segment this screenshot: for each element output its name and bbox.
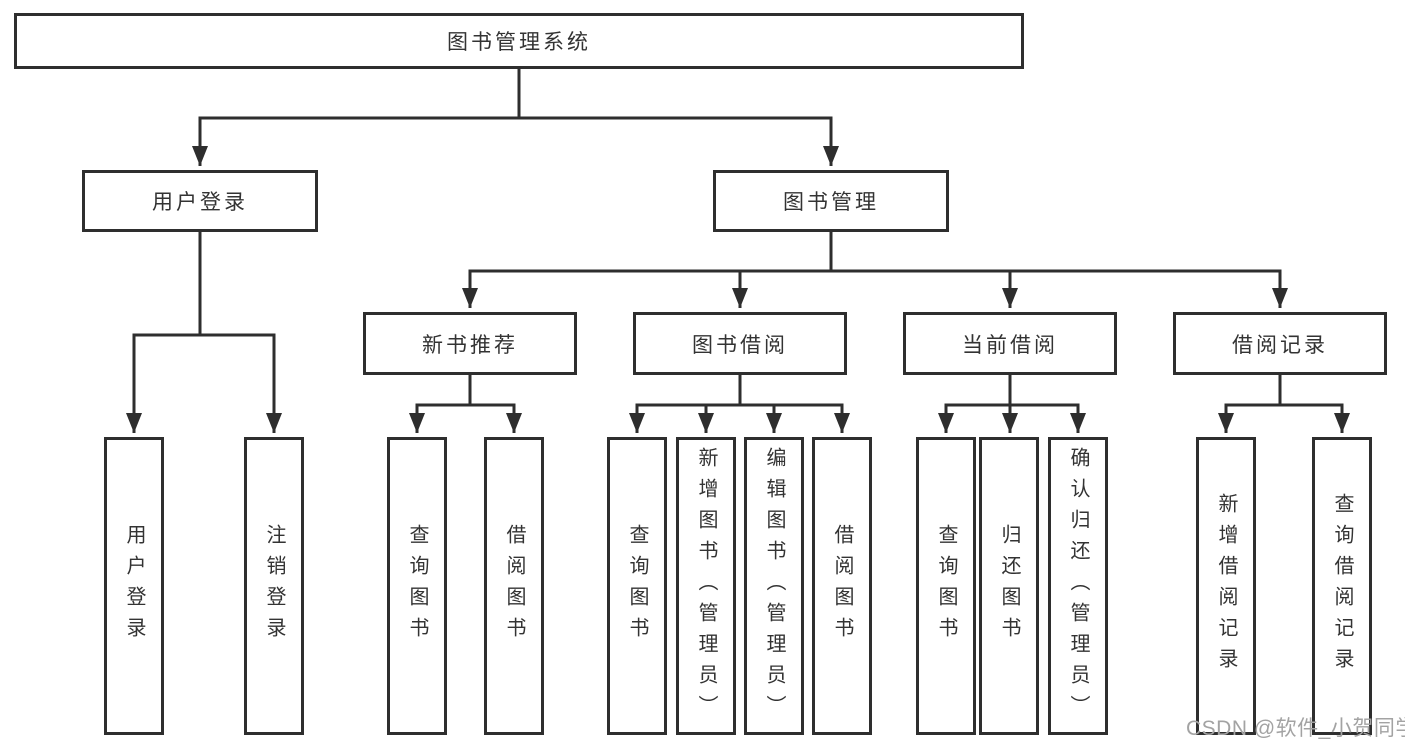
leaf-edit-book-admin-label: 编辑图书（管理员） — [763, 446, 785, 726]
leaf-query-borrow-record-label: 查询借阅记录 — [1331, 493, 1353, 679]
edge-borrowing-records-to-query-record — [1278, 375, 1350, 433]
leaf-user-login: 用户登录 — [104, 437, 164, 735]
leaf-user-login-label: 用户登录 — [123, 524, 145, 648]
node-book-borrowing: 图书借阅 — [633, 312, 847, 375]
leaf-logout: 注销登录 — [244, 437, 304, 735]
node-book-management: 图书管理 — [713, 170, 949, 232]
leaf-query-books-2-label: 查询图书 — [626, 524, 648, 648]
leaf-query-borrow-record: 查询借阅记录 — [1312, 437, 1372, 735]
leaf-add-book-admin-label: 新增图书（管理员） — [695, 446, 717, 726]
leaf-logout-label: 注销登录 — [263, 524, 285, 648]
edge-new-book-recommend-to-borrow-books — [468, 375, 522, 433]
leaf-return-books-label: 归还图书 — [998, 524, 1020, 648]
leaf-borrow-books-2: 借阅图书 — [812, 437, 872, 735]
leaf-query-books-1-label: 查询图书 — [406, 524, 428, 648]
edge-book-borrowing-to-add-book — [698, 375, 742, 433]
leaf-query-books-2: 查询图书 — [607, 437, 667, 735]
leaf-add-borrow-record: 新增借阅记录 — [1196, 437, 1256, 735]
edge-user-login-to-logout — [198, 232, 282, 433]
leaf-confirm-return-admin-label: 确认归还（管理员） — [1067, 446, 1089, 726]
leaf-query-books-3: 查询图书 — [916, 437, 976, 735]
node-library-system: 图书管理系统 — [14, 13, 1024, 69]
edge-book-management-to-book-borrowing — [732, 232, 833, 308]
edge-book-management-to-borrowing-records — [829, 232, 1288, 308]
leaf-confirm-return-admin: 确认归还（管理员） — [1048, 437, 1108, 735]
leaf-add-borrow-record-label: 新增借阅记录 — [1215, 493, 1237, 679]
node-user-login: 用户登录 — [82, 170, 318, 232]
leaf-borrow-books-1: 借阅图书 — [484, 437, 544, 735]
edge-current-borrowing-to-query-books — [938, 375, 1012, 433]
node-new-book-recommend: 新书推荐 — [363, 312, 577, 375]
node-current-borrowing: 当前借阅 — [903, 312, 1117, 375]
edge-borrowing-records-to-add-record — [1218, 375, 1282, 433]
edge-root-to-book-management — [517, 69, 839, 166]
leaf-borrow-books-2-label: 借阅图书 — [831, 524, 853, 648]
leaf-return-books: 归还图书 — [979, 437, 1039, 735]
watermark: CSDN @软件_小贺同学 — [1186, 717, 1405, 740]
edge-user-login-to-login — [126, 232, 202, 433]
node-borrowing-records: 借阅记录 — [1173, 312, 1387, 375]
leaf-query-books-3-label: 查询图书 — [935, 524, 957, 648]
edge-new-book-recommend-to-query-books — [409, 375, 472, 433]
edge-root-to-user-login — [192, 69, 521, 166]
leaf-add-book-admin: 新增图书（管理员） — [676, 437, 736, 735]
leaf-borrow-books-1-label: 借阅图书 — [503, 524, 525, 648]
leaf-edit-book-admin: 编辑图书（管理员） — [744, 437, 804, 735]
leaf-query-books-1: 查询图书 — [387, 437, 447, 735]
edge-book-borrowing-to-borrow-books — [738, 375, 850, 433]
edge-current-borrowing-to-confirm-return — [1008, 375, 1086, 433]
